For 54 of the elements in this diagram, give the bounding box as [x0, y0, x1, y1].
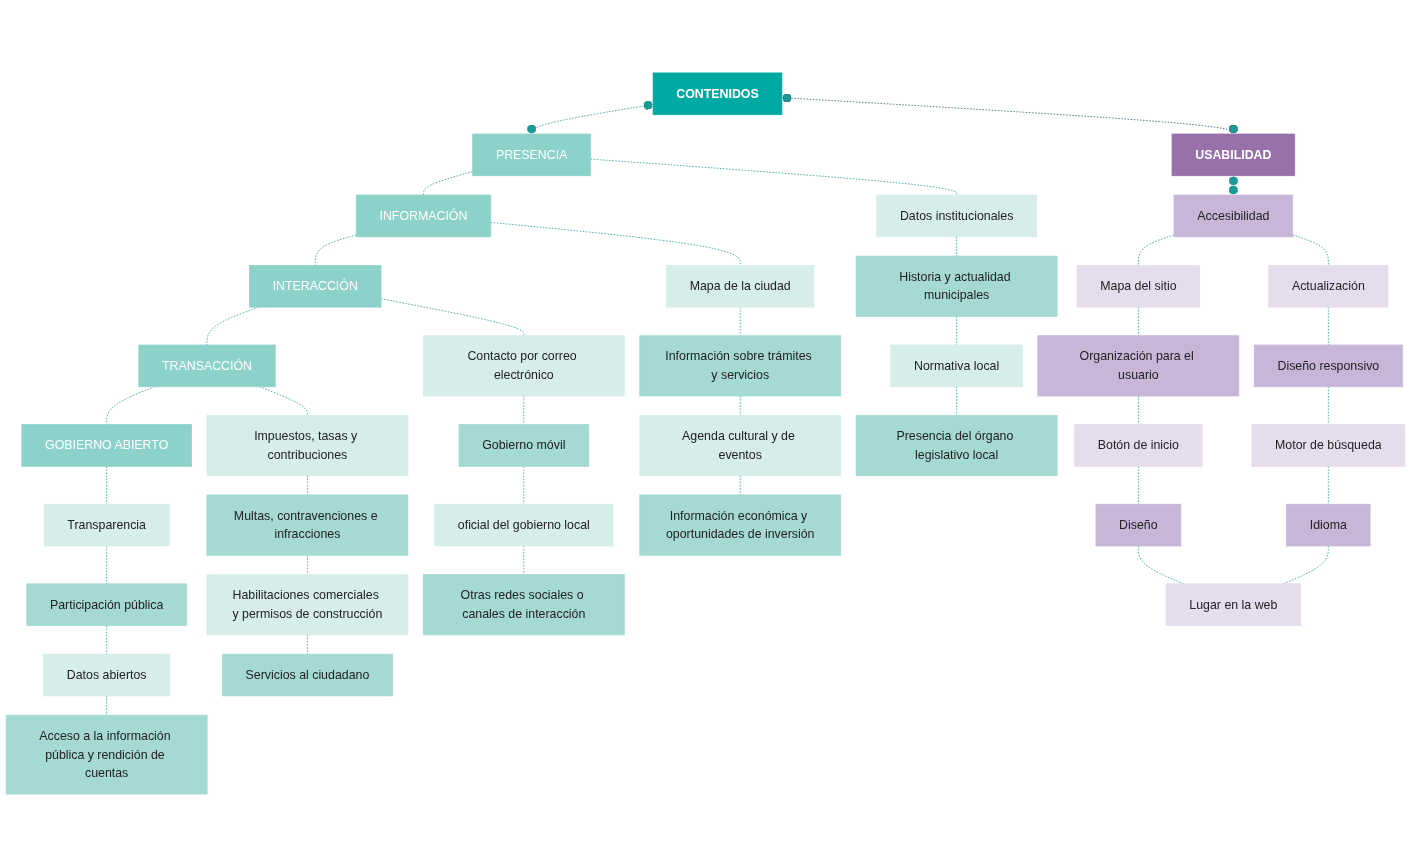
node-box: Diseño — [1095, 503, 1182, 547]
node-box: Impuestos, tasas y contribuciones — [206, 414, 409, 476]
connector — [307, 634, 308, 655]
node-box: Diseño responsivo — [1253, 344, 1403, 388]
node-box: INTERACCIÓN — [249, 265, 382, 308]
node-box: CONTENIDOS — [652, 72, 783, 116]
node-box: Multas, contravenciones e infracciones — [206, 494, 409, 556]
node-box: Datos institucionales — [876, 194, 1037, 238]
node-box: INFORMACIÓN — [355, 194, 491, 238]
connector — [106, 545, 108, 585]
node-box: Gobierno móvil — [458, 424, 589, 467]
node-box: Servicios al ciudadano — [221, 653, 393, 697]
node-box: USABILIDAD — [1171, 133, 1296, 177]
node-box: GOBIERNO ABIERTO — [21, 424, 192, 467]
node-box: Transparencia — [43, 503, 170, 547]
node-box: PRESENCIA — [472, 133, 591, 177]
node-box: Historia y actualidad municipales — [855, 255, 1058, 317]
node-box: Lugar en la web — [1165, 583, 1301, 626]
connector — [590, 158, 957, 196]
node-box: Datos abiertos — [43, 653, 171, 697]
node-box: Agenda cultural y de eventos — [639, 414, 842, 476]
node-box: Acceso a la información pública y rendición de cuentas — [5, 714, 208, 795]
connector — [106, 625, 108, 655]
node-box: Organización para el usuario — [1037, 335, 1240, 397]
node-box: Normativa local — [890, 344, 1023, 388]
connector — [106, 386, 155, 425]
connector — [259, 386, 308, 416]
node-box: Información sobre trámites y servicios — [639, 335, 842, 397]
connector — [1228, 175, 1239, 196]
connector — [307, 475, 308, 496]
node-box: Información económica y oportunidades de inversión — [639, 494, 842, 556]
node-box: Participación pública — [26, 583, 187, 626]
connector — [1137, 395, 1139, 425]
node-box: Mapa del sitio — [1076, 265, 1201, 308]
connector — [956, 386, 957, 416]
node-box: oficial del gobierno local — [434, 503, 614, 547]
node-box: Presencia del órgano legislativo local — [855, 414, 1058, 476]
node-box: Botón de inicio — [1074, 424, 1203, 467]
connector — [1137, 234, 1175, 266]
node-box: Motor de búsqueda — [1251, 424, 1406, 467]
node-box: Idioma — [1286, 503, 1371, 547]
connector — [956, 236, 957, 257]
connector — [106, 695, 108, 716]
connector — [314, 234, 357, 266]
connector — [490, 222, 741, 266]
connector — [1327, 386, 1329, 425]
node-box: Contacto por correo electrónico — [422, 335, 625, 397]
node-box: Otras redes sociales o canales de interacción — [422, 574, 625, 636]
node-box: Habilitaciones comerciales y permisos de construcción — [206, 574, 409, 636]
connector — [1292, 234, 1329, 266]
node-box: Mapa de la ciudad — [666, 265, 815, 308]
node-box: Actualización — [1268, 265, 1389, 308]
node-box: Accesibilidad — [1173, 194, 1293, 238]
node-box: TRANSACCIÓN — [138, 344, 276, 388]
